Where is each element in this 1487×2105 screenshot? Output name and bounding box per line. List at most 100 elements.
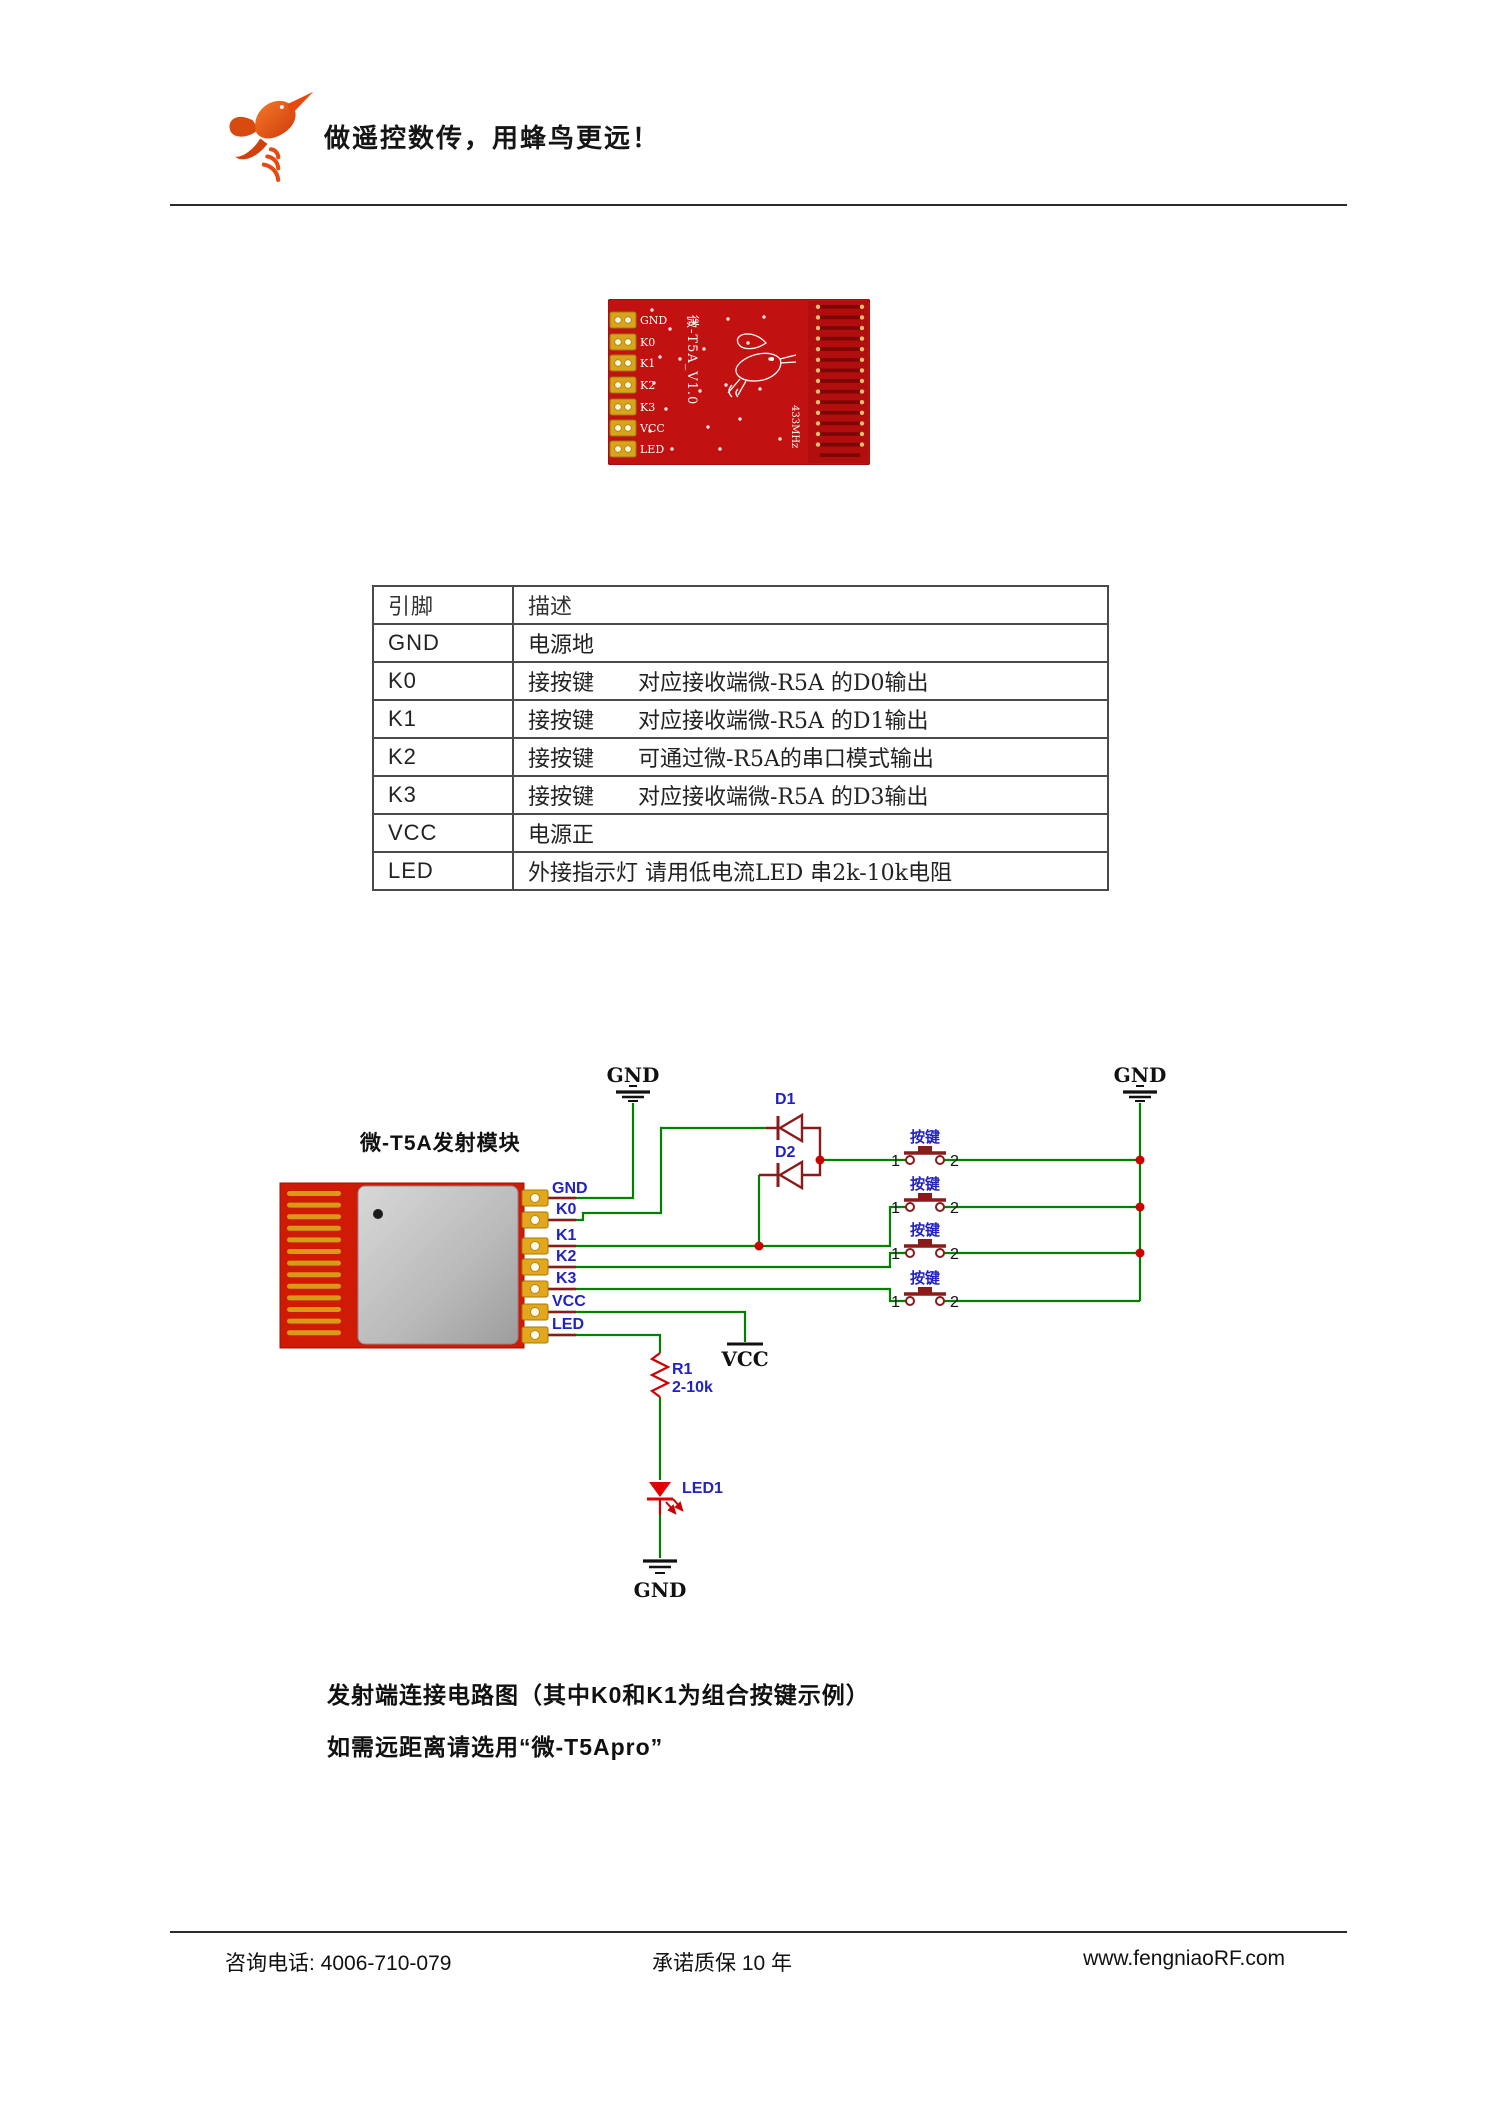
pin-name: K0 xyxy=(372,661,514,701)
photo-pin-k3: K3 xyxy=(640,401,655,414)
d2-label: D2 xyxy=(775,1144,796,1161)
sch-pin-vcc: VCC xyxy=(552,1293,586,1310)
photo-pin-gnd: GND xyxy=(640,314,667,327)
pcb-board xyxy=(608,299,870,465)
btn3-pin2: 2 xyxy=(950,1246,959,1263)
sch-pin-gnd: GND xyxy=(552,1180,588,1197)
photo-frequency-silkscreen: 433MHz xyxy=(789,405,800,448)
shield-marker-dot xyxy=(373,1209,383,1219)
btn4-pin2: 2 xyxy=(950,1294,959,1311)
via-dots xyxy=(648,308,782,451)
table-row: K0 接按键 对应接收端微-R5A 的D0输出 xyxy=(372,661,1109,701)
btn3-pin1: 1 xyxy=(891,1246,900,1263)
pin-desc: 外接指示灯 请用低电流LED 串2k-10k电阻 xyxy=(512,851,1109,891)
btn2-label: 按键 xyxy=(910,1175,940,1193)
gnd-label-bottom: GND xyxy=(634,1578,687,1602)
gnd-symbol-bottom xyxy=(643,1559,677,1574)
header-tagline: 做遥控数传，用蜂鸟更远！ xyxy=(324,123,661,153)
gnd-label-right: GND xyxy=(1114,1063,1167,1087)
junction-dots xyxy=(754,1155,1145,1258)
pin-name: K2 xyxy=(372,737,514,777)
antenna-traces xyxy=(815,304,865,457)
table-row: LED 外接指示灯 请用低电流LED 串2k-10k电阻 xyxy=(372,851,1109,891)
photo-pin-k0: K0 xyxy=(640,336,655,349)
r1-label: R1 xyxy=(672,1361,693,1378)
sch-pin-k3: K3 xyxy=(556,1270,577,1287)
power-net-labels: GND GND GND VCC xyxy=(607,1063,1167,1602)
r1-value-label: 2-10k xyxy=(672,1379,713,1396)
sch-pin-k1: K1 xyxy=(556,1227,577,1244)
sch-pin-k2: K2 xyxy=(556,1248,577,1265)
pin-desc: 接按键 对应接收端微-R5A 的D0输出 xyxy=(512,661,1109,701)
push-button-4: 1 2 按键 xyxy=(891,1269,959,1311)
photo-pin-k2: K2 xyxy=(640,379,655,392)
footer-rule xyxy=(170,1931,1347,1933)
logo-body xyxy=(255,100,296,139)
table-row: K1 接按键 对应接收端微-R5A 的D1输出 xyxy=(372,699,1109,739)
table-header-pin: 引脚 xyxy=(372,585,514,625)
pin-desc: 电源地 xyxy=(512,623,1109,663)
transmitter-schematic: GND GND GND VCC xyxy=(279,1063,1167,1602)
pin-desc: 接按键 对应接收端微-R5A 的D3输出 xyxy=(512,775,1109,815)
header-rule xyxy=(170,204,1347,206)
circuit-caption-line1: 发射端连接电路图（其中K0和K1为组合按键示例） xyxy=(327,1682,870,1708)
vcc-label: VCC xyxy=(720,1347,768,1371)
btn4-pin1: 1 xyxy=(891,1294,900,1311)
btn1-pin1: 1 xyxy=(891,1153,900,1170)
module-shield-can xyxy=(357,1185,519,1345)
footer-phone: 咨询电话: 4006-710-079 xyxy=(225,1952,452,1975)
push-button-1: 1 2 按键 xyxy=(891,1128,959,1170)
circuit-wires xyxy=(548,1103,1142,1558)
table-row: K2 接按键 可通过微-R5A的串口模式输出 xyxy=(372,737,1109,777)
pin-pads xyxy=(609,311,637,458)
photo-pin-led: LED xyxy=(640,443,664,456)
btn1-label: 按键 xyxy=(910,1128,940,1146)
circuit-caption-line2: 如需远距离请选用“微-T5Apro” xyxy=(327,1734,664,1760)
gnd-symbol-right xyxy=(1123,1085,1157,1102)
schematic-pin-labels: GND K0 K1 K2 K3 VCC LED xyxy=(552,1180,588,1333)
gnd-label-top: GND xyxy=(607,1063,660,1087)
btn1-pin2: 2 xyxy=(950,1153,959,1170)
photo-model-silkscreen: 微-T5A_V1.0 xyxy=(684,315,699,405)
hummingbird-logo-icon xyxy=(229,91,314,182)
pin-name: K3 xyxy=(372,775,514,815)
d1-label: D1 xyxy=(775,1091,796,1108)
led1-symbol xyxy=(647,1482,684,1515)
table-header-row: 引脚 描述 xyxy=(372,585,1109,625)
logo-beak xyxy=(287,91,314,116)
component-labels: D1 D2 R1 2-10k LED1 xyxy=(672,1091,796,1497)
table-header-desc: 描述 xyxy=(512,585,1109,625)
btn4-label: 按键 xyxy=(910,1269,940,1287)
module-label: 微-T5A发射模块 xyxy=(359,1131,521,1155)
footer-warranty: 承诺质保 10 年 xyxy=(652,1952,793,1975)
photo-pin-k1: K1 xyxy=(640,357,655,370)
footer-website[interactable]: www.fengniaoRF.com xyxy=(1083,1947,1285,1970)
logo-eye xyxy=(279,105,284,109)
pin-name: LED xyxy=(372,851,514,891)
table-row: GND 电源地 xyxy=(372,623,1109,663)
module-product-photo: GND K0 K1 K2 K3 VCC LED 微-T5A_V1.0 433MH… xyxy=(608,299,870,465)
sch-pin-led: LED xyxy=(552,1316,584,1333)
diode-d2 xyxy=(776,1159,804,1191)
logo-sound-waves xyxy=(261,147,281,182)
sch-pin-k0: K0 xyxy=(556,1201,577,1218)
pin-description-table: 引脚 描述 GND 电源地 K0 接按键 对应接收端微-R5A 的D0输出 K1… xyxy=(372,585,1109,891)
table-row: K3 接按键 对应接收端微-R5A 的D3输出 xyxy=(372,775,1109,815)
photo-pin-vcc: VCC xyxy=(639,422,665,435)
gnd-symbol-top xyxy=(616,1085,650,1102)
table-row: VCC 电源正 xyxy=(372,813,1109,853)
btn3-label: 按键 xyxy=(910,1221,940,1239)
module-antenna xyxy=(287,1191,341,1336)
module-pads xyxy=(521,1189,549,1344)
btn2-pin1: 1 xyxy=(891,1200,900,1217)
led1-label: LED1 xyxy=(682,1480,723,1497)
diode-d1 xyxy=(776,1112,804,1144)
component-leads xyxy=(548,1126,822,1337)
pin-desc: 电源正 xyxy=(512,813,1109,853)
push-button-3: 1 2 按键 xyxy=(891,1221,959,1263)
pin-name: VCC xyxy=(372,813,514,853)
pin-desc: 接按键 可通过微-R5A的串口模式输出 xyxy=(512,737,1109,777)
pin-desc: 接按键 对应接收端微-R5A 的D1输出 xyxy=(512,699,1109,739)
logo-tail xyxy=(235,138,268,160)
